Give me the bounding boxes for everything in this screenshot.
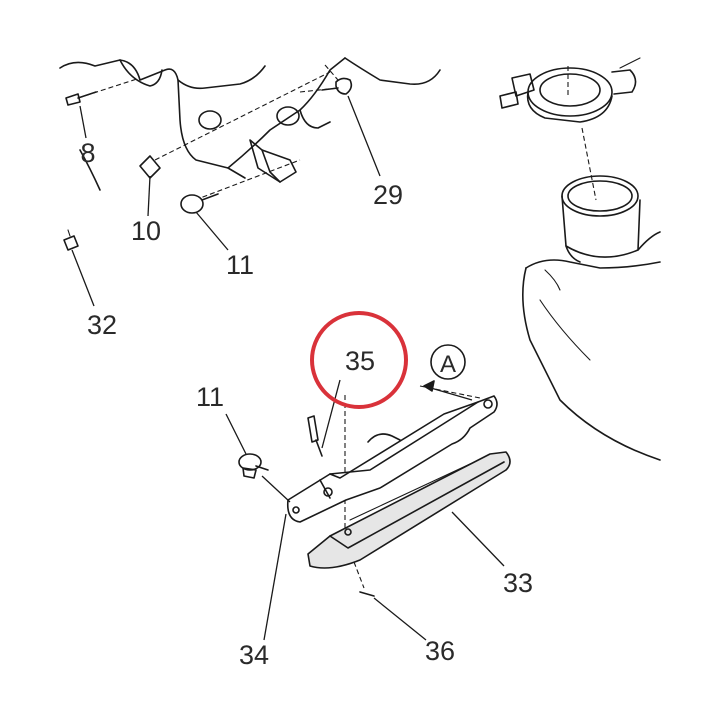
bracket-34-icon: [286, 395, 498, 523]
callout-33: 33: [503, 568, 533, 598]
bolt-29-icon: [321, 77, 353, 95]
callout-10: 10: [131, 216, 161, 246]
callout-35: 35: [345, 346, 375, 376]
callout-34: 34: [239, 640, 269, 670]
callout-11-top: 11: [226, 250, 254, 280]
callout-29: 29: [373, 180, 403, 210]
heat-shield-33-icon: [307, 451, 511, 569]
callout-8: 8: [80, 138, 95, 168]
highlight-circle: [310, 311, 408, 409]
fastener-11-bottom-icon: [238, 453, 269, 479]
clip-32-icon: [63, 229, 79, 251]
fastener-11-top-icon: [180, 193, 219, 214]
pin-36-icon: [353, 561, 375, 597]
engine-bracket-assembly: [59, 57, 441, 191]
hose-clamp-assembly: [499, 57, 641, 201]
intake-tube: [522, 175, 661, 461]
rivet-35-icon: [307, 415, 323, 457]
callout-11-bottom: 11: [196, 382, 224, 412]
clip-10-icon: [139, 155, 161, 179]
callout-32: 32: [87, 310, 117, 340]
screw-8-icon: [65, 91, 97, 106]
callout-36: 36: [425, 636, 455, 666]
view-a-label: A: [440, 351, 456, 378]
view-a-marker: A: [430, 344, 466, 380]
leader-lines: [71, 95, 505, 641]
